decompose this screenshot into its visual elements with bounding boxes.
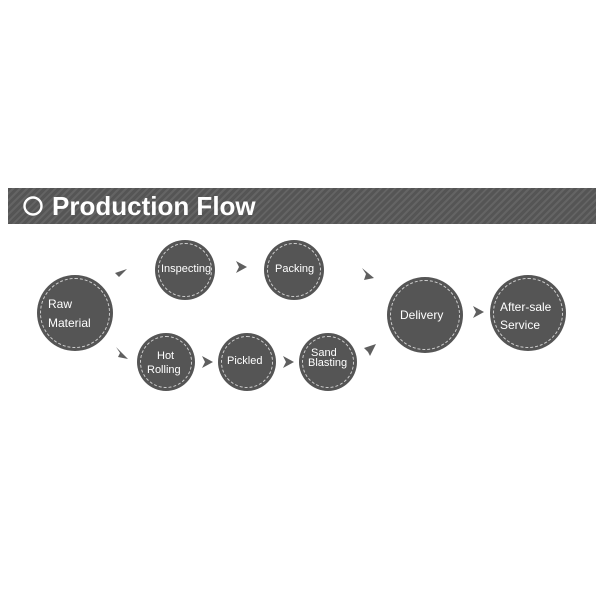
hot-rolling-label-line1: Hot [157, 350, 175, 362]
arrow-right-icon [473, 306, 484, 318]
sand-blasting-label-line2: Blasting [308, 357, 348, 369]
step-delivery: Delivery [387, 277, 463, 353]
step-raw-material: Raw Material [37, 275, 113, 351]
step-inspecting: Inspecting [155, 240, 215, 300]
inspecting-label: Inspecting [161, 263, 212, 275]
pickled-label: Pickled [227, 355, 263, 367]
after-sale-label-line1: After-sale [500, 300, 552, 314]
after-sale-label-line2: Service [500, 318, 541, 332]
step-sand-blasting: Sand Blasting [299, 333, 357, 391]
arrow-right-icon [283, 356, 294, 368]
step-packing: Packing [264, 240, 324, 300]
arrow-down-right-icon [362, 268, 374, 280]
step-pickled: Pickled [218, 333, 276, 391]
packing-label: Packing [275, 263, 315, 275]
arrow-down-right-icon [116, 347, 128, 359]
arrow-up-right-icon [364, 344, 376, 356]
hot-rolling-label-line2: Rolling [147, 364, 181, 376]
raw-material-label-line1: Raw [48, 297, 73, 311]
raw-material-label-line2: Material [48, 316, 91, 330]
arrow-right-icon [202, 356, 213, 368]
sand-blasting-label-line1: Sand [311, 347, 337, 359]
step-after-sale-service: After-sale Service [490, 275, 566, 351]
arrow-up-right-icon [115, 269, 127, 277]
circle-outline-icon [23, 196, 43, 216]
step-hot-rolling: Hot Rolling [137, 333, 195, 391]
arrow-right-icon [236, 261, 247, 273]
section-title: Production Flow [52, 191, 256, 221]
section-header-banner [8, 188, 596, 224]
delivery-label: Delivery [400, 308, 444, 322]
